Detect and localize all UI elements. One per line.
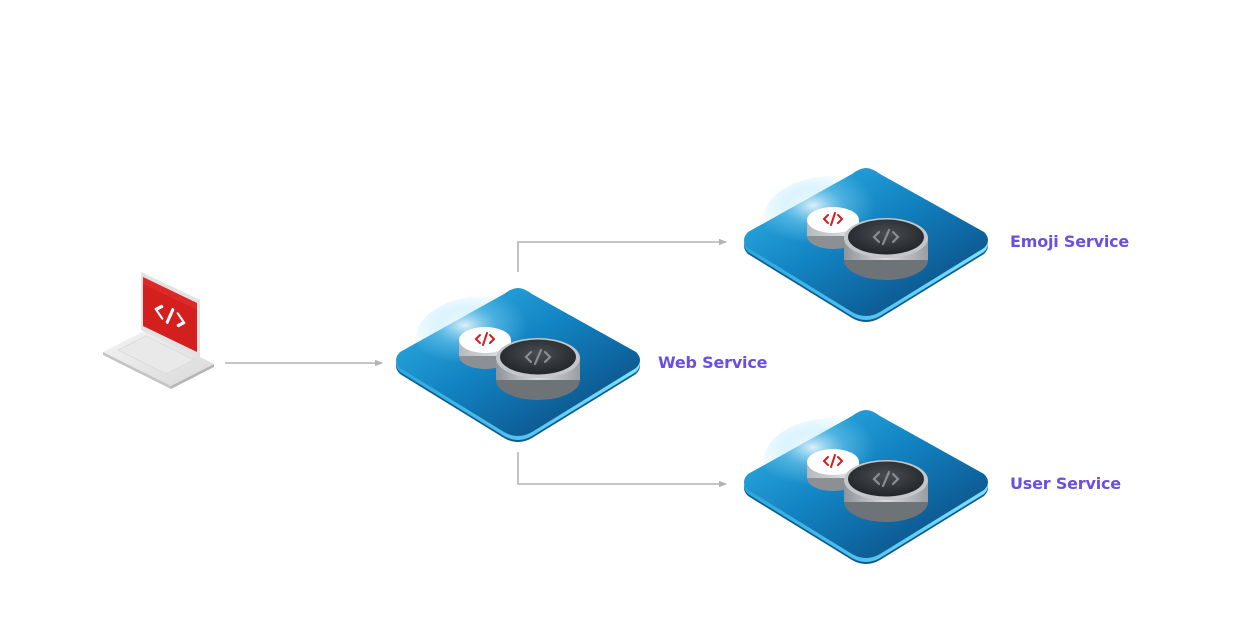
emoji-service-platform — [742, 166, 990, 324]
edges — [225, 238, 727, 488]
laptop-icon — [103, 272, 214, 389]
edge-web-to-user — [517, 452, 727, 488]
web-service-platform — [394, 286, 642, 444]
edge-web-to-emoji — [517, 238, 727, 272]
emoji-service-label: Emoji Service — [1010, 232, 1130, 251]
user-service-platform — [742, 408, 990, 566]
web-service-label: Web Service — [658, 353, 768, 372]
user-service-label: User Service — [1010, 474, 1121, 493]
